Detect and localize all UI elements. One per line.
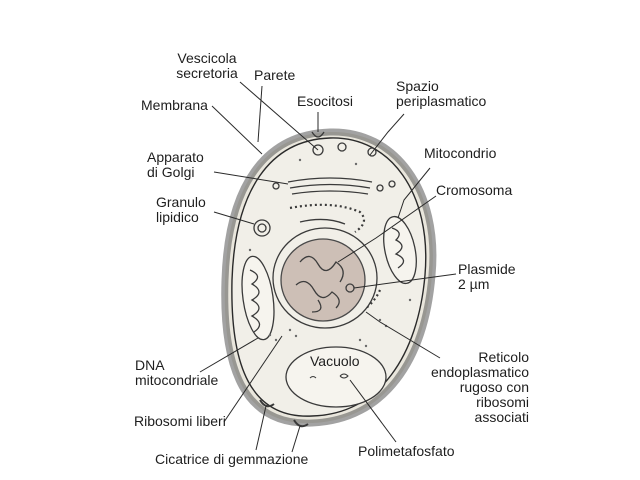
nucleus bbox=[280, 238, 366, 322]
leader-mitocondrio bbox=[397, 167, 431, 219]
mitochondrion-left bbox=[241, 255, 275, 341]
bud-scar bbox=[259, 399, 275, 408]
golgi-vesicle bbox=[388, 180, 396, 188]
bud-scar bbox=[293, 419, 309, 428]
lipid-granule-core bbox=[257, 223, 267, 233]
leader-vescicola bbox=[239, 81, 319, 151]
label-mitochondrial-dna: DNA mitocondriale bbox=[135, 357, 219, 388]
label-plasmid: Plasmide 2 µm bbox=[458, 261, 516, 292]
golgi-cistern bbox=[291, 190, 369, 195]
label-cell-wall: Parete bbox=[254, 67, 296, 83]
lipid-granule bbox=[253, 219, 271, 237]
label-rough-er: Reticolo endoplasmatico rugoso con ribos… bbox=[430, 349, 529, 425]
vacuole bbox=[285, 346, 387, 408]
leader-membrana bbox=[211, 105, 263, 155]
chromosome bbox=[299, 255, 344, 283]
label-exocytosis: Esocitosi bbox=[297, 93, 354, 109]
mitochondrion-cristae bbox=[249, 269, 261, 333]
polymetaphosphate bbox=[339, 373, 349, 379]
leader-dna bbox=[199, 337, 259, 373]
leader-cicatrice bbox=[255, 405, 267, 451]
golgi-vesicle bbox=[376, 184, 384, 192]
leader-golgi bbox=[213, 171, 289, 185]
leader-parete bbox=[257, 85, 263, 143]
chromosome bbox=[295, 280, 340, 309]
leader-lines bbox=[199, 81, 457, 453]
rough-er bbox=[289, 203, 366, 233]
secretory-vesicle bbox=[337, 142, 347, 152]
chromosome bbox=[311, 299, 322, 313]
label-lipid-granule: Granulo lipidico bbox=[156, 194, 206, 225]
label-secretory-vesicle: Vescicola secretoria bbox=[176, 50, 238, 81]
golgi-vesicle bbox=[272, 182, 280, 190]
secretory-vesicle bbox=[312, 144, 324, 156]
label-free-ribosomes: Ribosomi liberi bbox=[134, 413, 226, 429]
leader-polimetafosfato bbox=[349, 379, 397, 443]
leader-ribosomi bbox=[223, 335, 283, 423]
leader-spazio bbox=[369, 113, 405, 156]
label-mitochondrion: Mitocondrio bbox=[424, 145, 497, 161]
label-membrane: Membrana bbox=[141, 97, 208, 113]
secretory-vesicle bbox=[367, 147, 377, 157]
label-vacuole: Vacuolo bbox=[310, 353, 360, 369]
golgi-cistern bbox=[287, 177, 373, 183]
rough-er bbox=[299, 218, 346, 225]
label-periplasmic-space: Spazio periplasmatico bbox=[396, 78, 487, 109]
exocytosis-pocket bbox=[311, 131, 325, 138]
label-golgi: Apparato di Golgi bbox=[147, 149, 204, 180]
label-chromosome: Cromosoma bbox=[436, 182, 513, 198]
label-bud-scar: Cicatrice di gemmazione bbox=[155, 451, 309, 467]
free-ribosomes bbox=[248, 158, 412, 348]
leader-cromosoma bbox=[337, 195, 437, 263]
label-polymetaphosphate: Polimetafosfato bbox=[358, 443, 455, 459]
golgi-cistern bbox=[289, 183, 371, 189]
leader-plasmide bbox=[353, 273, 457, 289]
leader-cicatrice-2 bbox=[291, 425, 301, 453]
mitochondrion-cristae bbox=[391, 227, 405, 269]
polymetaphosphate bbox=[309, 376, 317, 379]
leader-reticolo bbox=[365, 311, 441, 359]
leader-granulo bbox=[213, 211, 255, 225]
